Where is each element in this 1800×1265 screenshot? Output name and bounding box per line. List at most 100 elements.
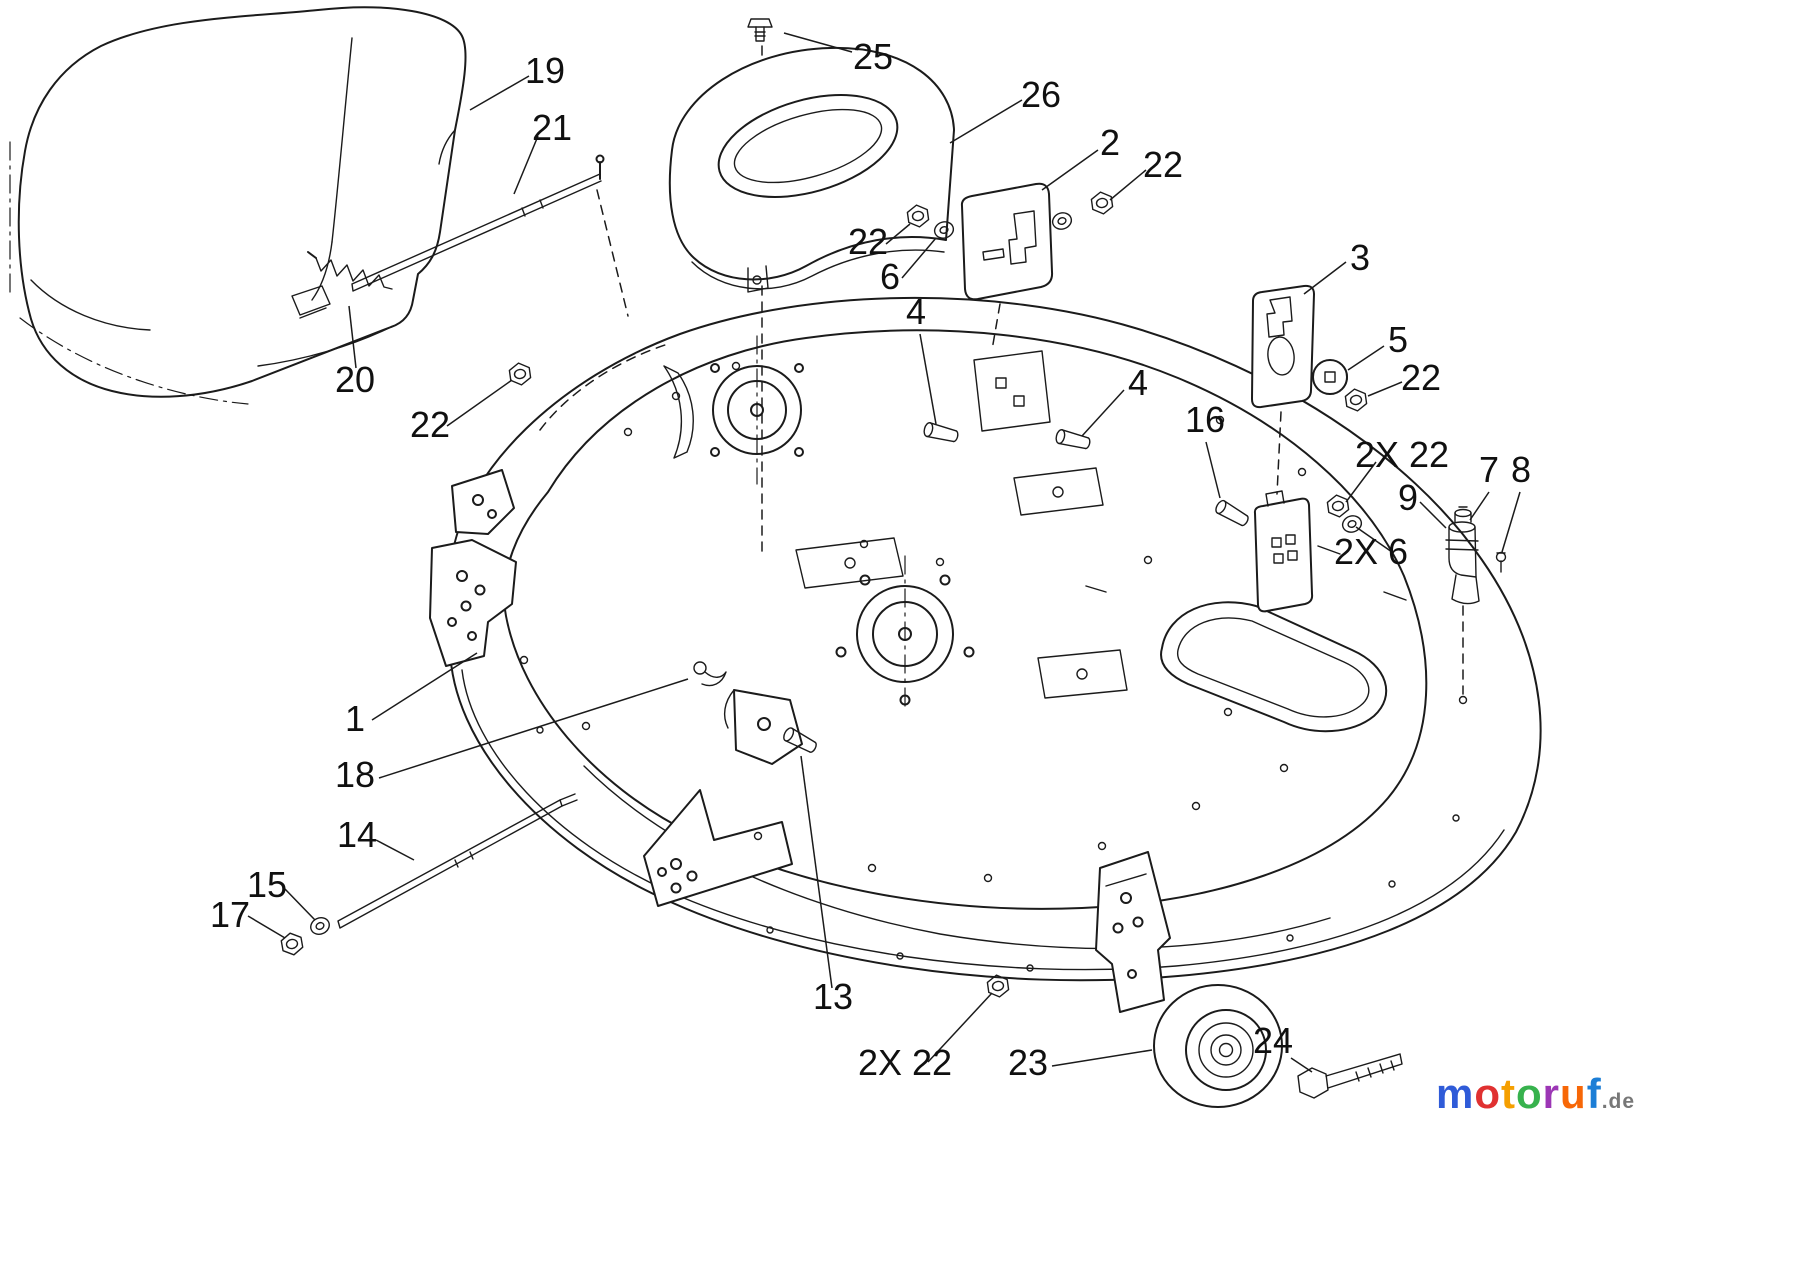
watermark-letter: r [1542,1070,1561,1117]
part-3-bracket [1251,284,1315,409]
latch-bracket [723,689,803,765]
leader-line [1303,261,1347,295]
callout-22-d: 22 [410,404,450,445]
part-14-rod [337,793,578,929]
leader-line [247,915,286,939]
watermark-letter: o [1474,1070,1502,1117]
callout-21: 21 [532,107,572,148]
deck-holes [519,361,1468,972]
leader-line [1041,149,1099,191]
callout-labels: 25 19 21 26 2 22 22 6 3 5 22 4 4 16 2X 2… [210,36,1531,1083]
callout-2x22-b: 2X 22 [858,1042,952,1083]
part-21-rod [351,154,605,292]
leader-line [1367,381,1403,397]
leader-line [1345,461,1377,503]
leader-line [1081,389,1125,437]
callout-5: 5 [1388,319,1408,360]
part-18-cotter-pin [693,661,727,687]
leader-line [1469,491,1490,521]
part-5-disc [1312,359,1348,395]
leader-line [949,99,1023,144]
leader-lines [247,32,1521,1073]
leader-line [446,379,513,427]
callout-6: 6 [880,256,900,297]
leader-line [800,755,833,989]
callout-14: 14 [337,814,377,855]
watermark-letter: u [1560,1070,1587,1117]
deck-hidden-edge [539,344,666,431]
bracket-wheel-right [1095,851,1171,1013]
callout-16: 16 [1185,399,1225,440]
leader-line [1109,169,1147,201]
leader-line [1051,1049,1153,1067]
spindle-opening-center [835,555,975,713]
leader-line [1419,501,1447,529]
part-17-nut [279,930,305,958]
deck-top-rim [503,329,1428,910]
vent-slot-right [1160,601,1388,733]
part-26-belt-cover [668,46,955,293]
callout-15: 15 [247,864,287,905]
callout-19: 19 [525,50,565,91]
callout-25: 25 [853,36,893,77]
part-2-bracket [960,182,1054,301]
callout-2: 2 [1100,122,1120,163]
part-1-deck [429,297,1542,1013]
part-19-deflector [9,6,467,405]
part-25-bolt [747,18,773,42]
hex-nut [1089,190,1115,216]
leader-line [371,652,478,721]
part-7-cap [1454,506,1472,523]
leader-line [375,839,415,861]
leader-line [1347,345,1385,371]
flat-washer [1049,209,1075,233]
callout-22-a: 22 [1143,144,1183,185]
callout-2x6: 2X 6 [1334,531,1408,572]
callout-1: 1 [345,698,365,739]
watermark-letter: f [1586,1070,1602,1117]
callout-9: 9 [1398,477,1418,518]
callout-4-b: 4 [1128,362,1148,403]
watermark-letter: m [1436,1070,1475,1117]
leader-line [1355,526,1393,553]
leader-line [378,678,689,779]
leader-line [783,32,853,53]
hex-nut [1343,387,1369,413]
callout-24: 24 [1253,1020,1293,1061]
leader-line [1290,1057,1313,1073]
hex-nut [507,361,533,387]
callout-2x22-a: 2X 22 [1355,434,1449,475]
leader-line [901,237,937,279]
callout-22-c: 22 [1401,357,1441,398]
right-hanger-bracket [1253,490,1314,613]
deck-skirt-line [461,669,1505,971]
leader-line [885,223,911,245]
part-23-gauge-wheel [1153,984,1283,1108]
bracket-bottom-center [643,789,793,907]
leader-line [927,992,993,1063]
part-8-plug [1495,551,1507,573]
part-24-bolt [1297,1053,1403,1099]
callout-7: 7 [1479,449,1499,490]
callout-23: 23 [1008,1042,1048,1083]
leader-line [1205,441,1221,499]
hanger-bracket-left [429,469,517,667]
callout-20: 20 [335,359,375,400]
leader-line [513,135,539,195]
callout-3: 3 [1350,237,1370,278]
part-9-washout-elbow [1445,506,1507,605]
watermark-tld: .de [1601,1090,1636,1113]
leader-line [283,887,316,921]
reinforcement-plates [795,350,1128,699]
leader-line [1501,491,1521,553]
leader-line [469,75,530,111]
callout-18: 18 [335,754,375,795]
deck-outline [448,297,1542,982]
leader-line [919,333,937,425]
callout-8: 8 [1511,449,1531,490]
part-15-washer [307,914,333,938]
callout-22-b: 22 [848,221,888,262]
callout-26: 26 [1021,74,1061,115]
